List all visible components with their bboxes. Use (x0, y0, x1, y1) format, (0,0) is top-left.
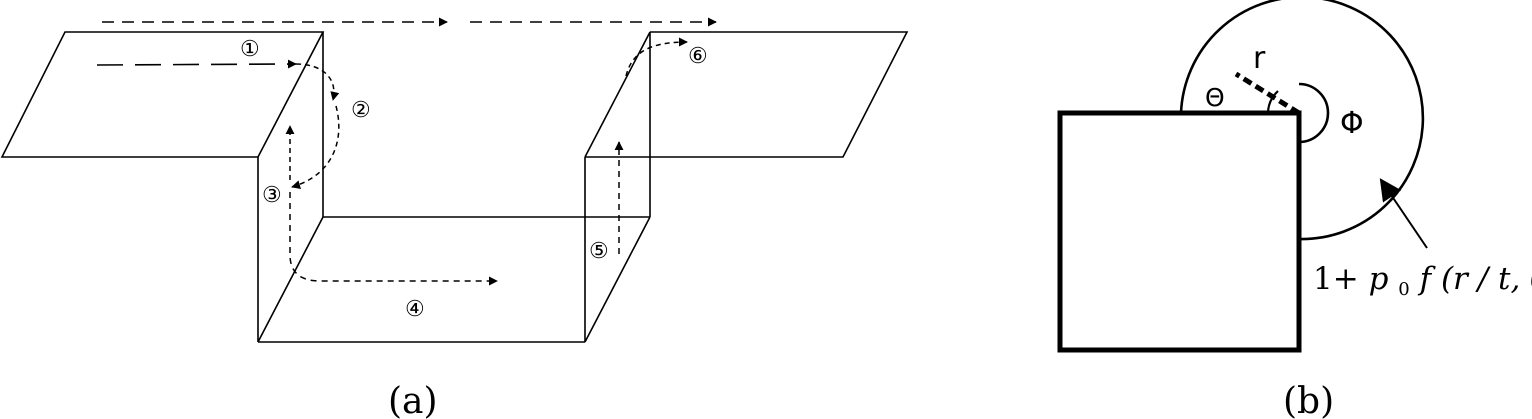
step-label-6: ⑥ (688, 44, 708, 69)
label-r: r (1253, 41, 1266, 76)
label-phi: Φ (1340, 106, 1364, 141)
figure-b: r Θ Φ 1+ p 0 f (r / t, θ) (b) (1057, 0, 1532, 419)
formula-sub0: 0 (1398, 279, 1409, 300)
step-label-3: ③ (262, 183, 282, 208)
outer-circle-arc (1179, 0, 1425, 241)
square-body (1057, 110, 1302, 353)
left-top-plate (0, 31, 325, 158)
step-label-2: ② (351, 98, 371, 123)
formula-args: (r / t, θ) (1441, 261, 1532, 297)
r-dashed-line (1234, 71, 1301, 116)
step-label-4: ④ (405, 297, 425, 322)
figure-a: ① ② ③ ④ ⑤ ⑥ (a) (0, 17, 909, 419)
flow-step-6-arrow (625, 37, 688, 77)
flow-step-1-arrow (96, 59, 297, 69)
step-label-1: ① (240, 37, 260, 62)
step-label-5: ⑤ (589, 239, 609, 264)
theta-arc (1266, 90, 1279, 114)
bottom-plate (257, 216, 651, 343)
right-top-plate (585, 31, 909, 158)
caption-a: (a) (388, 381, 438, 419)
flow-step-2-arrow (295, 63, 340, 101)
left-wall (257, 32, 324, 342)
label-theta: Θ (1205, 83, 1225, 112)
inner-phi-arc (1298, 82, 1330, 144)
flow-step-4-arrow (289, 192, 498, 286)
formula-p: p (1369, 261, 1389, 297)
formula-f: f (1418, 261, 1437, 297)
formula-text: 1+ p 0 f (r / t, θ) (1313, 261, 1532, 303)
flow-step-3-arrow (291, 105, 340, 190)
right-wall (584, 31, 651, 342)
formula-leader-arrow (1379, 178, 1428, 249)
caption-b: (b) (1283, 381, 1334, 419)
formula-one-plus: 1+ (1313, 261, 1369, 297)
